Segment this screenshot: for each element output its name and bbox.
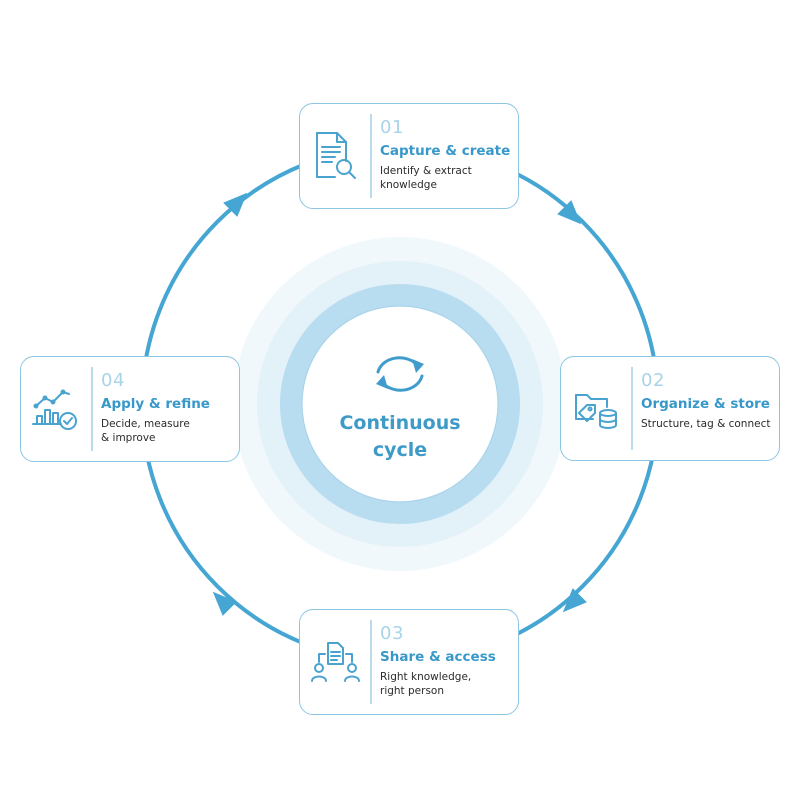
people-share-document-icon	[311, 642, 360, 682]
sync-arrows-icon	[376, 356, 424, 392]
arrow-head-bottom-right	[562, 588, 587, 613]
step-number: 04	[101, 370, 125, 391]
step-number: 01	[380, 117, 404, 138]
step-title: Capture & create	[380, 143, 511, 159]
document-search-icon	[316, 132, 356, 179]
folder-tag-database-icon	[575, 393, 617, 429]
step-number: 02	[641, 370, 665, 391]
step-description: Structure, tag & connect	[641, 418, 771, 430]
step-title: Share & access	[380, 649, 496, 665]
step-card-share: 03 Share & access Right knowledge, right…	[299, 609, 519, 715]
step-number: 03	[380, 623, 404, 644]
arrow-head-top-left	[223, 192, 248, 217]
center-label: Continuous cycle	[303, 307, 497, 501]
center-title: Continuous cycle	[339, 412, 461, 461]
step-card-organize: 02 Organize & store Structure, tag & con…	[560, 356, 780, 461]
arrow-head-top-right	[557, 200, 582, 225]
step-title: Organize & store	[641, 396, 770, 412]
chart-check-icon	[32, 389, 77, 430]
arrow-head-bottom-left	[212, 591, 237, 616]
step-title: Apply & refine	[101, 396, 210, 412]
step-description: Identify & extract knowledge	[380, 165, 472, 191]
step-card-apply: 04 Apply & refine Decide, measure & impr…	[20, 356, 240, 462]
step-description: Right knowledge, right person	[380, 671, 472, 697]
step-description: Decide, measure & improve	[101, 418, 190, 444]
step-card-capture: 01 Capture & create Identify & extract k…	[299, 103, 519, 209]
center-disc	[301, 305, 499, 503]
